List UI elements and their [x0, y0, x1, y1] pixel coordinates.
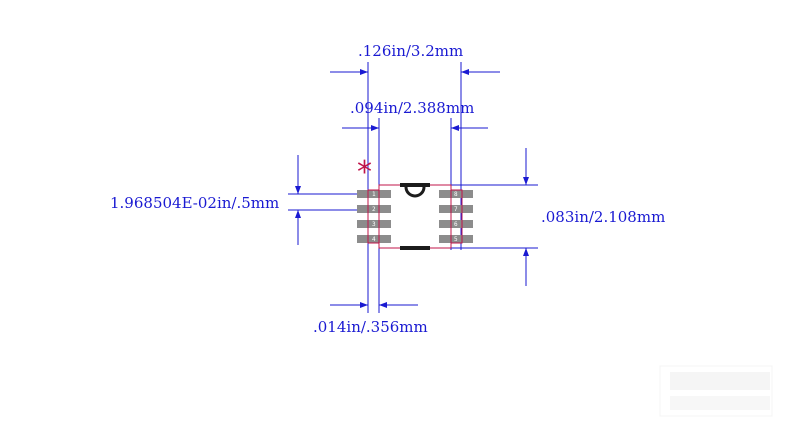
pad-span-label: .094in/2.388mm [350, 99, 474, 117]
pin-label: 6 [454, 221, 458, 228]
body-height-label: .083in/2.108mm [541, 208, 665, 226]
overall-width-label: .126in/3.2mm [358, 42, 463, 60]
arrowheads [295, 69, 529, 308]
watermark-logo [659, 365, 773, 417]
pin-label: 2 [372, 206, 376, 213]
pads-left [357, 190, 391, 243]
notch-icon [404, 186, 426, 198]
pads-right [439, 190, 473, 243]
pin-label: 8 [454, 191, 458, 198]
pin-label: 7 [454, 206, 458, 213]
pin-label: 5 [454, 236, 458, 243]
pad-highlight [367, 189, 463, 244]
pin-label: 3 [372, 221, 376, 228]
pin1-marker-icon: * [357, 155, 372, 190]
pad-width-label: .014in/.356mm [313, 318, 428, 336]
pin-label: 4 [372, 236, 376, 243]
dimension-lines [288, 62, 538, 313]
silkscreen [400, 183, 430, 250]
pin-label: 1 [372, 191, 376, 198]
pitch-label: 1.968504E-02in/.5mm [110, 194, 279, 212]
